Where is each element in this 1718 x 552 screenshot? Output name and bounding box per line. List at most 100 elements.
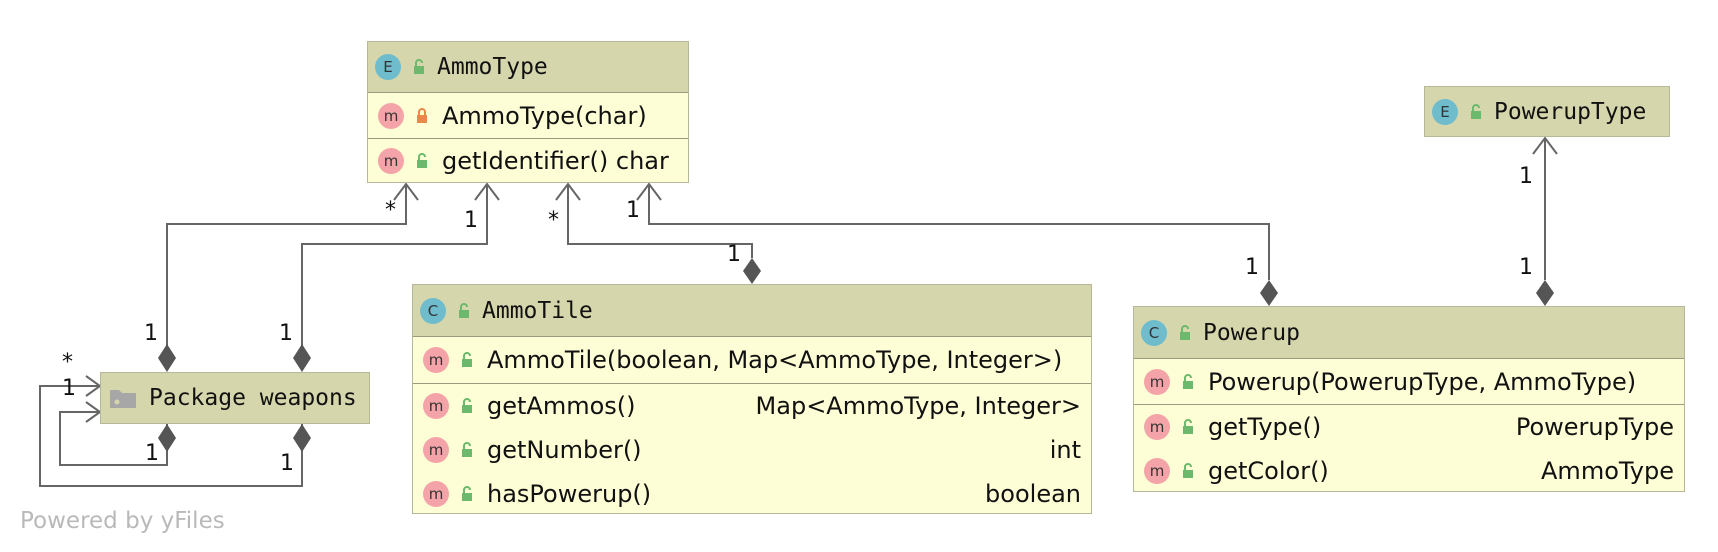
member-name: getNumber() [487, 436, 642, 464]
edge-label: 1 [279, 321, 293, 346]
watermark: Powered by yFiles [20, 508, 225, 534]
edge-ammotile-ammotype [567, 184, 753, 258]
member-row[interactable]: m AmmoType(char) [368, 93, 688, 138]
enum-badge-icon: E [1432, 98, 1458, 125]
arrowhead-icon [636, 182, 662, 201]
member-row[interactable]: m getType() PowerupType [1134, 405, 1684, 449]
member-name: getColor() [1208, 457, 1329, 485]
class-header: E AmmoType [368, 42, 688, 92]
member-section: m AmmoType(char) [368, 92, 688, 138]
public-lock-icon [462, 352, 472, 367]
class-ammotype[interactable]: E AmmoType m AmmoType(char) m getIdentif… [367, 41, 689, 183]
edge-label: 1 [464, 208, 478, 233]
public-lock-icon [462, 442, 472, 457]
method-badge-icon: m [423, 437, 449, 463]
class-header: C AmmoTile [413, 285, 1091, 336]
package-weapons[interactable]: Package weapons [100, 372, 370, 424]
edge-label: 1 [145, 441, 159, 466]
method-badge-icon: m [423, 347, 449, 373]
constructor-section: m AmmoTile(boolean, Map<AmmoType, Intege… [413, 336, 1091, 383]
method-badge-icon: m [378, 148, 404, 174]
composition-diamond-icon [293, 344, 311, 372]
public-lock-icon [417, 153, 427, 168]
member-row[interactable]: m Powerup(PowerupType, AmmoType) [1134, 359, 1684, 404]
method-section: m getAmmos() Map<AmmoType, Integer> m ge… [413, 383, 1091, 516]
edge-label: 1 [1519, 255, 1533, 280]
method-badge-icon: m [423, 393, 449, 419]
edge-label: 1 [1519, 164, 1533, 189]
public-lock-icon [1183, 373, 1193, 389]
member-section: m getIdentifier() char [368, 138, 688, 183]
package-name: Package weapons [149, 385, 357, 411]
public-lock-icon [1183, 419, 1193, 434]
method-badge-icon: m [1144, 458, 1170, 484]
member-row[interactable]: m getColor() AmmoType [1134, 449, 1684, 493]
composition-diamond-icon [158, 424, 176, 452]
edge-label: 1 [1245, 255, 1259, 280]
member-row[interactable]: m getAmmos() Map<AmmoType, Integer> [413, 384, 1091, 428]
private-lock-icon [417, 107, 427, 123]
class-badge-icon: C [1141, 319, 1167, 346]
member-name: Powerup(PowerupType, AmmoType) [1208, 367, 1637, 396]
member-name: AmmoType(char) [442, 101, 647, 130]
composition-diamond-icon [1260, 280, 1278, 306]
edge-package-ammotype-b [301, 184, 488, 358]
method-badge-icon: m [423, 481, 449, 507]
class-ammotile[interactable]: C AmmoTile m AmmoTile(boolean, Map<AmmoT… [412, 284, 1092, 514]
member-row[interactable]: m getIdentifier() char [368, 139, 688, 183]
edge-package-self-b [39, 385, 303, 487]
class-name: PowerupType [1494, 98, 1647, 125]
member-type: AmmoType [1541, 457, 1674, 485]
method-badge-icon: m [1144, 414, 1170, 440]
class-header: E PowerupType [1425, 87, 1669, 136]
class-name: Powerup [1203, 319, 1300, 346]
class-badge-icon: C [420, 297, 446, 324]
class-name: AmmoType [437, 54, 548, 80]
arrowhead-icon [393, 182, 419, 201]
public-lock-icon [462, 486, 472, 501]
public-lock-icon [1183, 463, 1193, 478]
member-type: int [1049, 436, 1081, 464]
method-badge-icon: m [1144, 368, 1170, 395]
edge-label: * [62, 350, 73, 375]
composition-diamond-icon [1536, 280, 1554, 306]
edge-label: 1 [727, 242, 741, 267]
public-lock-icon [462, 398, 472, 413]
edge-package-ammotype-a [166, 184, 407, 358]
constructor-section: m Powerup(PowerupType, AmmoType) [1134, 358, 1684, 404]
class-powerup[interactable]: C Powerup m Powerup(PowerupType, AmmoTyp… [1133, 306, 1685, 492]
arrowhead-icon [1532, 136, 1558, 155]
edge-label: 1 [626, 198, 640, 223]
member-name: hasPowerup() [487, 480, 652, 508]
class-header: C Powerup [1134, 307, 1684, 358]
member-name: getAmmos() [487, 392, 636, 420]
member-row[interactable]: m hasPowerup() boolean [413, 472, 1091, 516]
member-name: getIdentifier() char [442, 147, 669, 175]
method-section: m getType() PowerupType m getColor() Amm… [1134, 404, 1684, 493]
enum-badge-icon: E [375, 54, 401, 80]
arrowhead-icon [474, 182, 500, 201]
edge-label: * [548, 208, 559, 233]
edge-label: * [385, 198, 396, 223]
public-lock-icon [459, 302, 469, 318]
class-name: AmmoTile [482, 297, 593, 324]
edge-label: 1 [144, 321, 158, 346]
composition-diamond-icon [158, 344, 176, 372]
public-lock-icon [1471, 103, 1481, 119]
member-type: PowerupType [1515, 413, 1674, 441]
member-name: getType() [1208, 413, 1322, 441]
member-name: AmmoTile(boolean, Map<AmmoType, Integer>… [487, 346, 1063, 374]
edge-label: 1 [280, 451, 294, 476]
folder-icon [110, 390, 136, 408]
composition-diamond-icon [293, 424, 311, 452]
member-row[interactable]: m AmmoTile(boolean, Map<AmmoType, Intege… [413, 337, 1091, 383]
public-lock-icon [1180, 324, 1190, 340]
composition-diamond-icon [743, 258, 761, 284]
member-row[interactable]: m getNumber() int [413, 428, 1091, 472]
method-badge-icon: m [378, 102, 404, 129]
public-lock-icon [414, 59, 424, 74]
class-powerupttype[interactable]: E PowerupType [1424, 86, 1670, 137]
edge-label: 1 [62, 376, 76, 401]
arrowhead-icon [555, 182, 581, 201]
